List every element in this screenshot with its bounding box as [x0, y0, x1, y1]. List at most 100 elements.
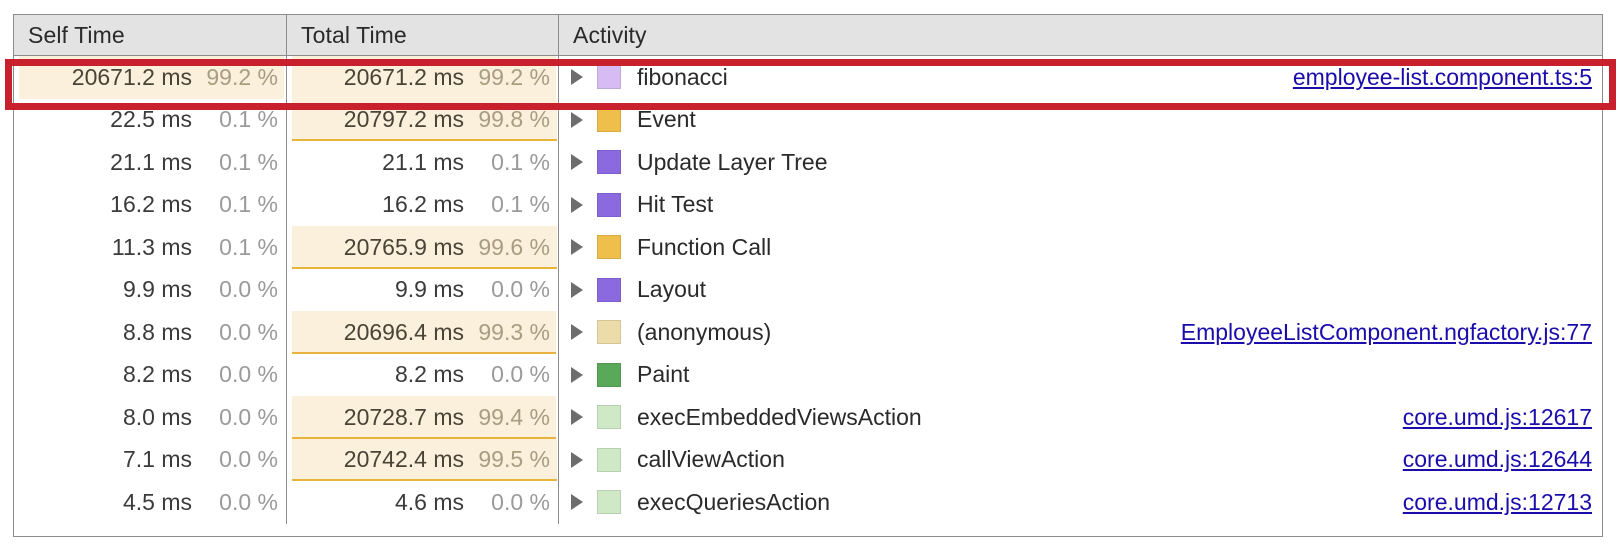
total-time-percent: 99.5 %: [478, 446, 550, 473]
cell-self-time: 22.5 ms 0.1 %: [14, 99, 286, 142]
total-time-value: 20797.2 ms: [343, 106, 464, 133]
total-time-percent: 0.0 %: [491, 488, 550, 515]
total-time-value: 4.6 ms: [394, 488, 464, 515]
total-time-percent: 0.0 %: [491, 276, 550, 303]
self-time-value: 21.1 ms: [110, 148, 192, 175]
total-time-bar: [292, 438, 557, 481]
source-location-link[interactable]: core.umd.js:12644: [1402, 446, 1592, 473]
expand-triangle-icon[interactable]: [571, 69, 583, 86]
total-time-percent: 0.1 %: [491, 191, 550, 218]
table-row[interactable]: 8.0 ms 0.0 % 20728.7 ms 99.4 % execEmbeddedV…: [14, 396, 1602, 439]
cell-activity: Update Layer Tree: [558, 141, 1602, 184]
self-time-percent: 0.1 %: [219, 106, 278, 133]
column-header-self-time[interactable]: Self Time: [28, 21, 125, 48]
expand-triangle-icon[interactable]: [571, 494, 583, 511]
activity-label: callViewAction: [637, 446, 785, 473]
total-time-value: 8.2 ms: [394, 361, 464, 388]
activity-label: fibonacci: [637, 63, 728, 90]
table-row[interactable]: 22.5 ms 0.1 % 20797.2 ms 99.8 % Event: [14, 98, 1602, 142]
source-location-link[interactable]: employee-list.component.ts:5: [1292, 63, 1592, 90]
column-header-total-time[interactable]: Total Time: [286, 15, 558, 55]
activity-label: execEmbeddedViewsAction: [637, 403, 922, 430]
self-time-value: 16.2 ms: [110, 191, 192, 218]
cell-activity: Layout: [558, 268, 1602, 311]
self-time-value: 8.0 ms: [122, 403, 192, 430]
total-time-percent: 99.6 %: [478, 233, 550, 260]
expand-triangle-icon[interactable]: [571, 196, 583, 213]
self-time-value: 7.1 ms: [122, 446, 192, 473]
cell-activity: (anonymous)EmployeeListComponent.ngfacto…: [558, 311, 1602, 354]
activity-label: Function Call: [637, 233, 772, 260]
cell-self-time: 9.9 ms 0.0 %: [14, 269, 286, 312]
expand-triangle-icon[interactable]: [571, 154, 583, 171]
self-time-value: 4.5 ms: [122, 488, 192, 515]
cell-activity: Function Call: [558, 226, 1602, 269]
cell-activity: Hit Test: [558, 183, 1602, 226]
expand-triangle-icon[interactable]: [571, 409, 583, 426]
self-time-percent: 0.0 %: [219, 446, 278, 473]
swatch-painting-pale-icon: [597, 490, 621, 515]
source-location-link[interactable]: core.umd.js:12617: [1402, 403, 1592, 430]
self-time-value: 9.9 ms: [122, 276, 192, 303]
expand-triangle-icon[interactable]: [571, 366, 583, 383]
total-time-value: 20671.2 ms: [343, 63, 464, 90]
table-row[interactable]: 7.1 ms 0.0 % 20742.4 ms 99.5 % callViewActio…: [14, 438, 1602, 482]
source-location-link[interactable]: EmployeeListComponent.ngfactory.js:77: [1180, 318, 1592, 345]
source-location-link[interactable]: core.umd.js:12713: [1402, 488, 1592, 515]
self-time-percent: 0.0 %: [219, 318, 278, 345]
self-time-value: 20671.2 ms: [71, 63, 192, 90]
activity-label: Event: [637, 106, 696, 133]
expand-triangle-icon[interactable]: [571, 281, 583, 298]
swatch-painting-pale-icon: [597, 405, 621, 430]
total-time-value: 20742.4 ms: [343, 446, 464, 473]
self-time-percent: 0.0 %: [219, 361, 278, 388]
total-time-percent: 99.4 %: [478, 403, 550, 430]
self-time-percent: 0.0 %: [219, 403, 278, 430]
expand-triangle-icon[interactable]: [571, 451, 583, 468]
cell-self-time: 8.0 ms 0.0 %: [14, 396, 286, 439]
swatch-painting-icon: [597, 362, 621, 387]
self-time-value: 22.5 ms: [110, 106, 192, 133]
total-time-bar: [292, 311, 557, 354]
cell-total-time: 20728.7 ms 99.4 %: [286, 396, 558, 439]
cell-total-time: 4.6 ms 0.0 %: [286, 481, 558, 524]
expand-triangle-icon[interactable]: [571, 324, 583, 341]
table-header-row: Self Time Total Time Activity: [14, 15, 1602, 56]
expand-triangle-icon[interactable]: [571, 239, 583, 256]
cell-activity: fibonacci employee-list.component.ts:5: [558, 56, 1602, 99]
self-time-percent: 0.0 %: [219, 276, 278, 303]
cell-self-time: 8.2 ms 0.0 %: [14, 354, 286, 397]
cell-self-time: 7.1 ms 0.0 %: [14, 439, 286, 482]
activity-label: Update Layer Tree: [637, 148, 828, 175]
total-time-percent: 99.8 %: [478, 106, 550, 133]
self-time-value: 8.2 ms: [122, 361, 192, 388]
column-header-activity[interactable]: Activity: [558, 15, 1602, 55]
cell-activity: execEmbeddedViewsAction core.umd.js:12617: [558, 396, 1602, 439]
self-time-percent: 99.2 %: [206, 63, 278, 90]
total-time-value: 21.1 ms: [382, 148, 464, 175]
total-time-value: 20728.7 ms: [343, 403, 464, 430]
total-time-bar: [292, 396, 557, 439]
self-time-percent: 0.1 %: [219, 148, 278, 175]
swatch-scripting-light-icon: [597, 65, 621, 90]
expand-triangle-icon[interactable]: [571, 111, 583, 128]
self-time-value: 11.3 ms: [111, 233, 192, 260]
activity-label: Layout: [637, 276, 707, 303]
